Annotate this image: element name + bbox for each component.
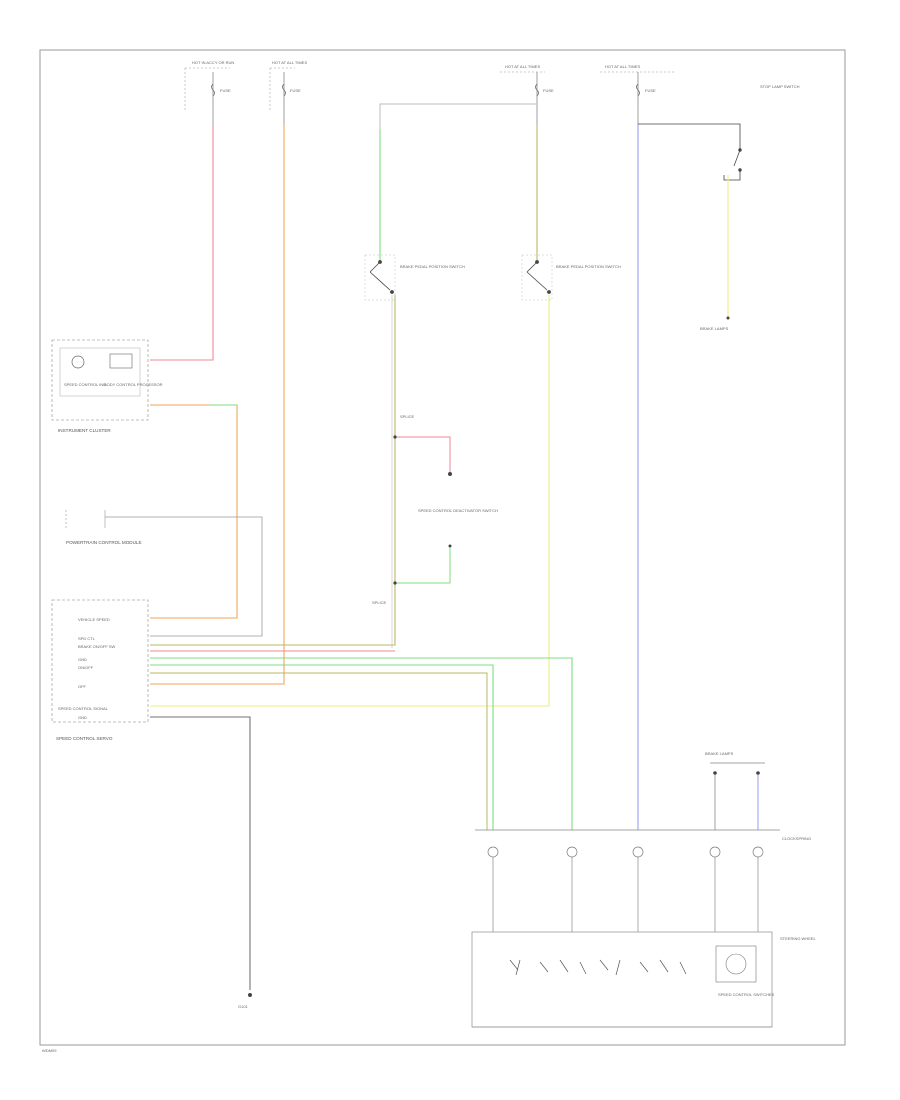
wire-yellow xyxy=(150,295,550,707)
fuse-symbols xyxy=(211,83,640,97)
lower-splice: SPLICE xyxy=(372,581,397,605)
brake-switch-1-label: BRAKE PEDAL POSITION SWITCH xyxy=(400,264,465,269)
feed-2-label: HOT AT ALL TIMES xyxy=(272,60,307,65)
servo-pin-4: ON/OFF xyxy=(78,665,94,670)
ground-g101: G101 xyxy=(238,993,252,1009)
deactivator-label: SPEED CONTROL DEACTIVATOR SWITCH xyxy=(418,508,498,513)
steering-switches-label: SPEED CONTROL SWITCHES xyxy=(718,992,775,997)
feed-2-fuse: FUSE xyxy=(290,88,301,93)
instrument-cluster: SPEED CONTROL IND BODY CONTROL PROCESSOR… xyxy=(51,339,163,433)
ic-inner-right: BODY CONTROL PROCESSOR xyxy=(104,382,163,387)
wire-olive-long xyxy=(150,672,488,830)
wire-green-branch xyxy=(395,548,451,584)
ground-label: G101 xyxy=(238,1004,249,1009)
wire-black-stop xyxy=(638,123,741,150)
brake-switch-2 xyxy=(521,254,553,301)
splice-label: SPLICE xyxy=(400,414,415,419)
wire-green-long-2 xyxy=(150,664,494,830)
feed-1-fuse: FUSE xyxy=(220,88,231,93)
ic-inner-left: SPEED CONTROL IND xyxy=(64,382,106,387)
servo-pin-1: SPD CTL xyxy=(78,636,96,641)
brake-switch-1 xyxy=(364,254,396,301)
feed-1-label: HOT IN ACCY OR RUN xyxy=(192,60,234,65)
ground-small xyxy=(448,472,452,476)
speed-control-module: VEHICLE SPEED SPD CTL BRAKE ON/OFF SW GN… xyxy=(51,599,149,741)
feed-3-fuse: FUSE xyxy=(543,88,554,93)
top-feed-3: HOT AT ALL TIMES FUSE xyxy=(500,64,554,125)
servo-pin-3: GND xyxy=(78,657,87,662)
splice: SPLICE xyxy=(393,414,415,439)
wire-pink-branch xyxy=(395,436,451,472)
steering-wheel-switches: SPEED CONTROL SWITCHES STEERING WHEEL xyxy=(471,931,817,1028)
wire-olive-bs1-out xyxy=(150,295,396,646)
speed-control-module-label: SPEED CONTROL SERVO xyxy=(56,736,113,741)
brake-switch-2-label: BRAKE PEDAL POSITION SWITCH xyxy=(556,264,621,269)
top-feed-4: HOT AT ALL TIMES FUSE xyxy=(600,64,675,125)
clockspring-connectors xyxy=(487,846,764,932)
feed-4-fuse: FUSE xyxy=(645,88,656,93)
wire-gray-pcm xyxy=(105,516,263,637)
steering-wheel-label: STEERING WHEEL xyxy=(780,936,817,941)
top-feed-2: HOT AT ALL TIMES FUSE xyxy=(269,60,307,125)
wire-orange-1 xyxy=(150,125,285,685)
brake-lamps: BRAKE LAMPS xyxy=(700,316,730,331)
brake-lamps-label: BRAKE LAMPS xyxy=(700,326,729,331)
sheet-id: WDM09 xyxy=(42,1048,57,1053)
feed-4-label: HOT AT ALL TIMES xyxy=(605,64,640,69)
deactivator-switch: SPEED CONTROL DEACTIVATOR SWITCH xyxy=(418,508,498,548)
feed-3-label: HOT AT ALL TIMES xyxy=(505,64,540,69)
wire-gray-top xyxy=(379,103,537,130)
wire-black-ground xyxy=(150,716,251,990)
servo-pin-2: BRAKE ON/OFF SW xyxy=(78,644,116,649)
pcm-note-label: POWERTRAIN CONTROL MODULE xyxy=(66,540,142,545)
lamp-feed-points: BRAKE LAMPS xyxy=(705,751,760,775)
servo-pin-6: SPEED CONTROL SIGNAL xyxy=(58,706,109,711)
top-feed-1: HOT IN ACCY OR RUN FUSE xyxy=(184,60,234,125)
instrument-cluster-label: INSTRUMENT CLUSTER xyxy=(58,428,111,433)
stop-lamp-switch xyxy=(733,148,742,172)
diagram-border xyxy=(39,49,846,1046)
servo-pin-5: OFF xyxy=(78,684,87,689)
lamp-feed-label: BRAKE LAMPS xyxy=(705,751,734,756)
wire-black-stop-2 xyxy=(723,170,741,181)
lower-splice-label: SPLICE xyxy=(372,600,387,605)
wire-green-long-1 xyxy=(150,657,573,830)
stop-lamp-switch-label: STOP LAMP SWITCH xyxy=(760,84,800,89)
servo-pin-7: GND xyxy=(78,715,87,720)
clockspring-label: CLOCKSPRING xyxy=(782,836,811,841)
servo-pin-0: VEHICLE SPEED xyxy=(78,617,110,622)
wire-pink xyxy=(150,125,214,361)
pcm-note: POWERTRAIN CONTROL MODULE xyxy=(65,510,142,545)
wire-orange-2 xyxy=(150,404,238,619)
